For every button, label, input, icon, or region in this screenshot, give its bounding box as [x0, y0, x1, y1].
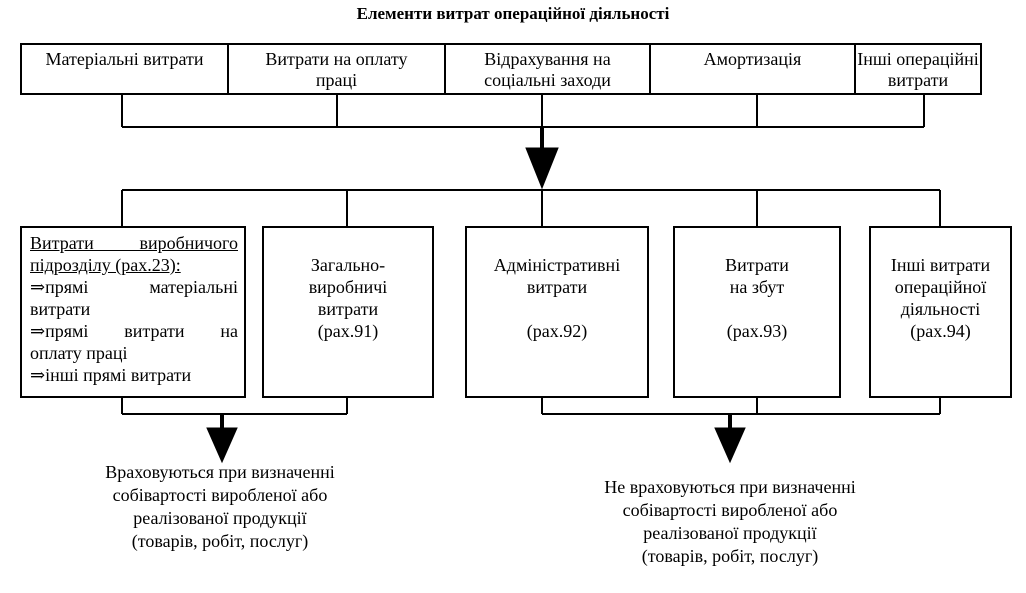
- general-production-costs-box: Загально- виробничі витрати (рах.91): [262, 226, 434, 398]
- included-arrow-icon: [206, 427, 238, 464]
- excluded-arrow-icon: [714, 427, 746, 464]
- excluded-from-cost-caption: Не враховуються при визначенні собіварто…: [604, 477, 856, 566]
- other-operating-costs-box: Інші витрати операційної діяльності (рах…: [869, 226, 1012, 398]
- production-unit-title-line2: підрозділу (рах.23):: [30, 255, 181, 275]
- production-unit-costs-box: Витрати виробничого підрозділу (рах.23):…: [20, 226, 246, 398]
- element-depreciation: Амортизація: [651, 45, 856, 93]
- diagram-title: Елементи витрат операційної діяльності: [356, 4, 670, 23]
- center-arrow-icon: [525, 147, 559, 190]
- account-93: (рах.93): [726, 321, 788, 341]
- selling-costs-box: Витрати на збут (рах.93): [673, 226, 841, 398]
- included-in-cost-caption: Враховуються при визначенні собівартості…: [105, 462, 335, 551]
- production-unit-title-line1: Витрати виробничого: [30, 233, 238, 253]
- direct-labor-item-cont: оплату праці: [30, 343, 128, 363]
- direct-materials-item: ⇒прямі матеріальні: [30, 277, 238, 297]
- account-94: (рах.94): [910, 321, 971, 341]
- direct-labor-item: ⇒прямі витрати на: [30, 321, 238, 341]
- administrative-costs-box: Адміністративні витрати (рах.92): [465, 226, 649, 398]
- account-91: (рах.91): [317, 321, 379, 341]
- account-92: (рах.92): [526, 321, 588, 341]
- direct-materials-item-cont: витрати: [30, 299, 91, 319]
- other-direct-item: ⇒інші прямі витрати: [30, 365, 192, 385]
- element-material-costs: Матеріальні витрати: [22, 45, 229, 93]
